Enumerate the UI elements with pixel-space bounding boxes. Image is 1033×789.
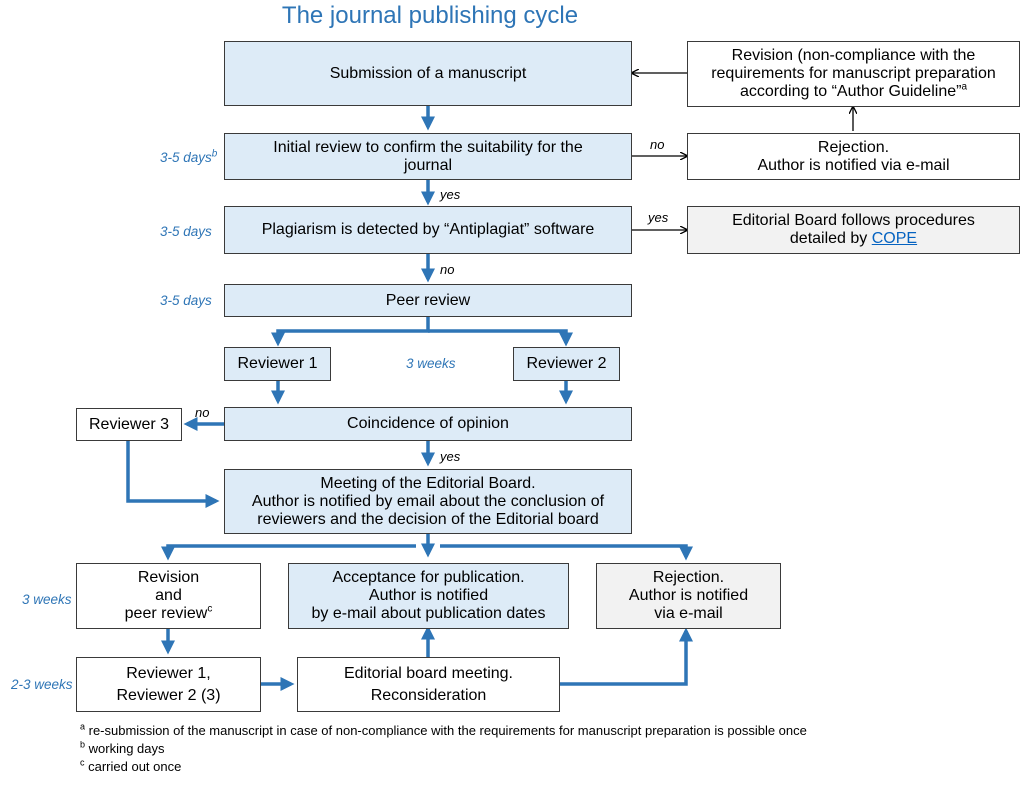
time-initial: 3-5 daysb [160,148,218,165]
revision-bottom-line1: Revision [137,569,200,586]
meeting-line2: Author is notified by email about the co… [251,492,605,528]
time-peer: 3-5 days [160,293,212,308]
acceptance-line1: Acceptance for publication. [332,569,525,586]
footnote-b: b working days [80,739,165,756]
arrow-reconsideration-to-rejection [560,627,693,686]
coincidence-box: Coincidence of opinion [224,407,632,441]
rejection-bottom-box: Rejection. Author is notified via e-mail [596,563,781,629]
meeting-box: Meeting of the Editorial Board. Author i… [224,469,632,534]
revision-top-label: Revision (non-compliance with the requir… [711,47,996,100]
submission-box: Submission of a manuscript [224,41,632,106]
rejection-bottom-line1: Rejection. [652,569,725,586]
reviewer1-box: Reviewer 1 [224,347,331,381]
label-no-coincidence: no [195,405,210,420]
label-yes-plagiarism: yes [648,210,669,225]
rejection-bottom-line3: via e-mail [654,605,723,622]
reconsideration-box: Editorial board meeting. Reconsideration [297,657,560,712]
peer-review-label: Peer review [385,291,471,309]
plagiarism-label: Plagiarism is detected by “Antiplagiat” … [261,221,595,238]
time-revision: 3 weeks [22,592,72,607]
label-yes-initial: yes [440,187,461,202]
time-plagiarism: 3-5 days [160,224,212,239]
rejection-top-box: Rejection. Author is notified via e-mail [687,133,1020,180]
footnote-c: c carried out once [80,757,182,774]
reconsideration-line1: Editorial board meeting. [344,664,513,682]
label-no-plagiarism: no [440,262,455,277]
reviewers-again-line1: Reviewer 1, [126,664,211,682]
rejection-top-line1: Rejection. [817,138,890,156]
cope-box: Editorial Board follows procedures detai… [687,206,1020,254]
revision-bottom-line2: and [155,587,182,604]
arrow-reviewer3-to-meeting [126,440,220,508]
acceptance-line3: by e-mail about publication dates [311,605,546,622]
revision-top-box: Revision (non-compliance with the requir… [687,41,1020,107]
reviewers-again-line2: Reviewer 2 (3) [116,686,221,704]
time-rereview: 2-3 weeks [11,677,73,692]
submission-label: Submission of a manuscript [329,64,527,82]
coincidence-label: Coincidence of opinion [347,415,509,432]
arrow-meeting-to-rejection [440,544,693,561]
cope-label: Editorial Board follows procedures detai… [732,212,975,247]
peer-review-box: Peer review [224,284,632,317]
reviewer2-box: Reviewer 2 [513,347,620,381]
arrow-peer-to-reviewer2 [428,329,573,347]
arrow-peer-to-reviewer1 [271,317,430,347]
cope-link[interactable]: COPE [871,230,918,247]
reviewer3-box: Reviewer 3 [76,408,182,441]
revision-bottom-box: Revision and peer reviewc [76,563,261,629]
reviewer1-label: Reviewer 1 [237,355,318,372]
rejection-bottom-line2: Author is notified [628,587,749,604]
meeting-line1: Meeting of the Editorial Board. [320,474,536,492]
acceptance-box: Acceptance for publication. Author is no… [288,563,569,629]
reviewers-again-box: Reviewer 1, Reviewer 2 (3) [76,657,261,712]
initial-review-box: Initial review to confirm the suitabilit… [224,133,632,180]
reviewer3-label: Reviewer 3 [88,415,170,433]
page-title: The journal publishing cycle [281,2,579,29]
footnote-a: a re-submission of the manuscript in cas… [80,721,807,738]
plagiarism-box: Plagiarism is detected by “Antiplagiat” … [224,206,632,254]
label-no-initial: no [650,137,665,152]
time-reviewers: 3 weeks [406,356,456,371]
acceptance-line2: Author is notified [368,587,489,604]
revision-bottom-line3: peer reviewc [124,603,213,622]
initial-review-label: Initial review to confirm the suitabilit… [273,138,583,174]
reviewer2-label: Reviewer 2 [526,355,607,372]
rejection-top-line2: Author is notified via e-mail [757,156,950,174]
reconsideration-line2: Reconsideration [370,686,487,704]
arrow-meeting-to-revision [161,544,416,561]
label-yes-coincidence: yes [440,449,461,464]
